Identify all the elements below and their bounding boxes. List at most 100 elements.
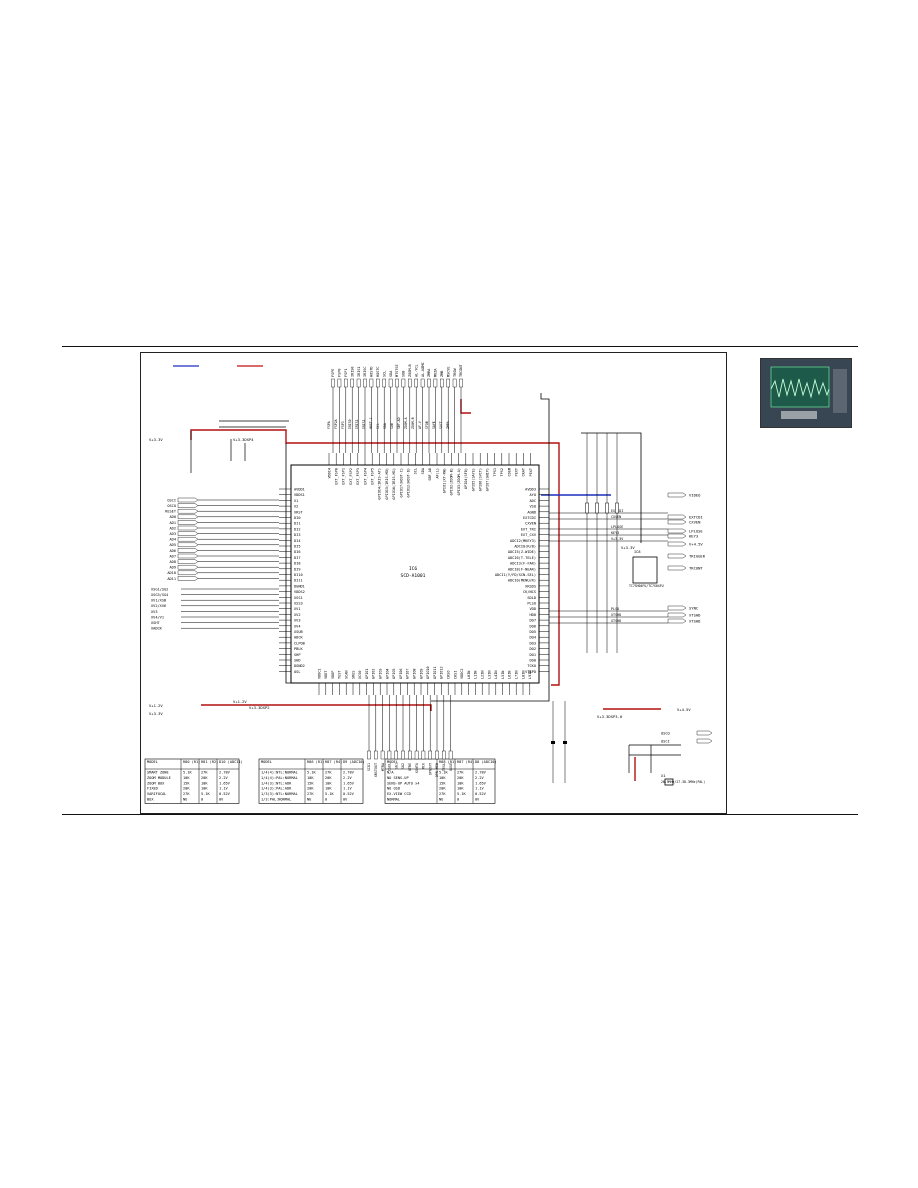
- right-output-connector: [667, 565, 687, 571]
- top-connector: [337, 378, 342, 388]
- model-table-cell: 27K: [325, 771, 332, 775]
- left-input-connector: [177, 514, 199, 519]
- chip-pin-bottom-label: CKSO: [447, 671, 451, 679]
- chip-pin-left-label: DI9: [294, 567, 301, 571]
- top-connector: [459, 378, 463, 388]
- chip-pin-left-label: X2: [294, 505, 298, 509]
- chip-pin-right-label: CK/NCS: [523, 590, 536, 594]
- chip-pin-left-label: DI3: [294, 533, 301, 537]
- model-table-cell: SENS-UP AUTO x4: [387, 781, 419, 785]
- left-input-label: RESET: [165, 510, 177, 514]
- bottom-connector: [367, 750, 371, 760]
- left-input-label: AD7: [170, 554, 177, 558]
- top-connector: [343, 378, 348, 388]
- model-table-cell: 27K: [183, 792, 190, 796]
- right-output-label: EXTCDI: [689, 514, 703, 519]
- chip-pin-left-label: ADCK: [294, 636, 303, 640]
- chip-pin-right-label: ADCI3(F-FAR): [510, 562, 536, 566]
- left-input-label: AD0: [170, 515, 177, 519]
- chip-pin-top-label: GPIO16(IRIS-M1): [392, 468, 396, 500]
- chip-pin-right-label: SDLD: [527, 596, 536, 600]
- chip-pin-bottom-label: L5IN: [501, 671, 505, 679]
- model-table-cell: 0V: [343, 798, 348, 802]
- bottom-connector: [401, 750, 405, 760]
- top-connector: [408, 378, 412, 388]
- bottom-connector: [414, 750, 419, 760]
- left-input-connector: [177, 559, 199, 564]
- chip-pin-bottom-label: SRES: [351, 671, 355, 679]
- supply-label-v33_bottom: V+3.3V: [149, 711, 163, 716]
- chip-pin-right-label: VDD: [530, 607, 537, 611]
- model-table-cell: 15K: [183, 781, 190, 785]
- bottom-signal-label: OPNOVT: [428, 763, 432, 775]
- model-table-header: MODEL: [147, 760, 158, 764]
- model-table-cell: 10K: [201, 787, 208, 791]
- top-connector: [350, 378, 355, 388]
- left-timing-label: XSG1/SG2: [151, 587, 168, 591]
- model-table-cell: ZOOM BOX: [147, 781, 165, 785]
- supply-label-v33_bottom_chip: V+3.3DSP2: [249, 705, 270, 710]
- osc-label: OSCO: [661, 731, 670, 735]
- chip-pin-left-label: DGND2: [294, 664, 305, 668]
- bottom-signal-label: MTRA: [381, 763, 385, 771]
- supply-label-v12: V+1.2V: [149, 703, 163, 708]
- top-inner-signal-label: HOST-C: [369, 417, 373, 429]
- resistor-symbol: [595, 502, 599, 514]
- right-output-inner-label: XTSHD: [611, 619, 621, 623]
- bottom-connector: [394, 750, 399, 760]
- left-input-connector: [177, 576, 199, 581]
- model-table-header: R86 (R1): [307, 760, 324, 764]
- model-table-cell: 10K: [457, 787, 464, 791]
- bottom-signal-label: SG2: [401, 763, 405, 769]
- model-table-cell: 2.78V: [475, 771, 487, 775]
- left-input-label: AD8: [170, 560, 177, 564]
- model-table-header: R81 (R2): [201, 760, 218, 764]
- model-table-cell: 27K: [307, 792, 314, 796]
- chip-pin-top-label: GPIO4(SFD): [464, 468, 468, 489]
- chip-pin-left-label: DI2: [294, 527, 301, 531]
- model-table-cell: 1/4(4):NTL:NORMAL: [261, 771, 298, 775]
- top-signal-label: TRCONT: [459, 363, 463, 377]
- chip-pin-bottom-label: XCS0: [358, 671, 362, 679]
- chip-pin-right-label: ADCI0(MENU/R): [508, 579, 536, 583]
- right-output-label: XTSHD: [689, 612, 701, 617]
- top-signal-label: FSP1: [344, 369, 348, 377]
- chip-pin-left-label: XSUB: [294, 630, 303, 634]
- chip-pin-right-label: DO7: [530, 619, 537, 623]
- top-signal-label: AL-NZMC: [421, 362, 425, 377]
- chip-pin-top-label: GPIO6(SVCT): [479, 468, 483, 491]
- chip-pin-right-label: ADCI1(Y/FD/SCN-SEL): [495, 573, 536, 577]
- right-output-connector: [667, 541, 687, 547]
- oscillator-wires: [628, 744, 681, 773]
- model-table-cell: 5.1K: [183, 771, 192, 775]
- top-inner-signal-label: IRIS1: [355, 419, 359, 429]
- top-connector: [375, 378, 380, 388]
- chip-pin-right-label: ADCI5(Z-WIDE): [508, 550, 536, 554]
- model-table-cell: 2.2V: [343, 776, 352, 780]
- chip-pin-right-label: DO4: [530, 636, 537, 640]
- bottom-connector: [408, 750, 412, 760]
- model-table: [384, 758, 496, 804]
- chip-pin-left-label: SHD: [294, 659, 301, 663]
- supply-label-v45: V+4.5V: [677, 707, 691, 712]
- chip-pin-right-label: VTSPD: [525, 670, 536, 674]
- chip-pin-bottom-label: GPIO9: [419, 668, 423, 679]
- top-signal-label: SUB: [402, 371, 406, 377]
- right-supply-wire: [581, 432, 642, 543]
- osc-connector: [696, 738, 713, 744]
- right-output-label: LPLUSE: [689, 528, 703, 533]
- top-signal-label: MTSTSE: [395, 364, 399, 377]
- left-input-connector: [177, 525, 199, 531]
- top-inner-signal-label: IRIS0: [348, 419, 352, 429]
- model-table-cell: 5.1K: [457, 792, 466, 796]
- model-table-cell: 1.65V: [343, 781, 355, 785]
- chip-pin-right-label: AVDD3: [525, 488, 536, 492]
- chip-pin-bottom-label: VDDP: [331, 671, 335, 679]
- model-table-cell: 0V: [475, 798, 480, 802]
- left-input-connector: [177, 542, 199, 547]
- chip-pin-bottom-label: GPIO10: [426, 666, 430, 679]
- model-table-cell: 10K: [457, 781, 464, 785]
- model-table-cell: 1.1V: [343, 787, 352, 791]
- chip-pin-left-label: XSS1: [294, 596, 303, 600]
